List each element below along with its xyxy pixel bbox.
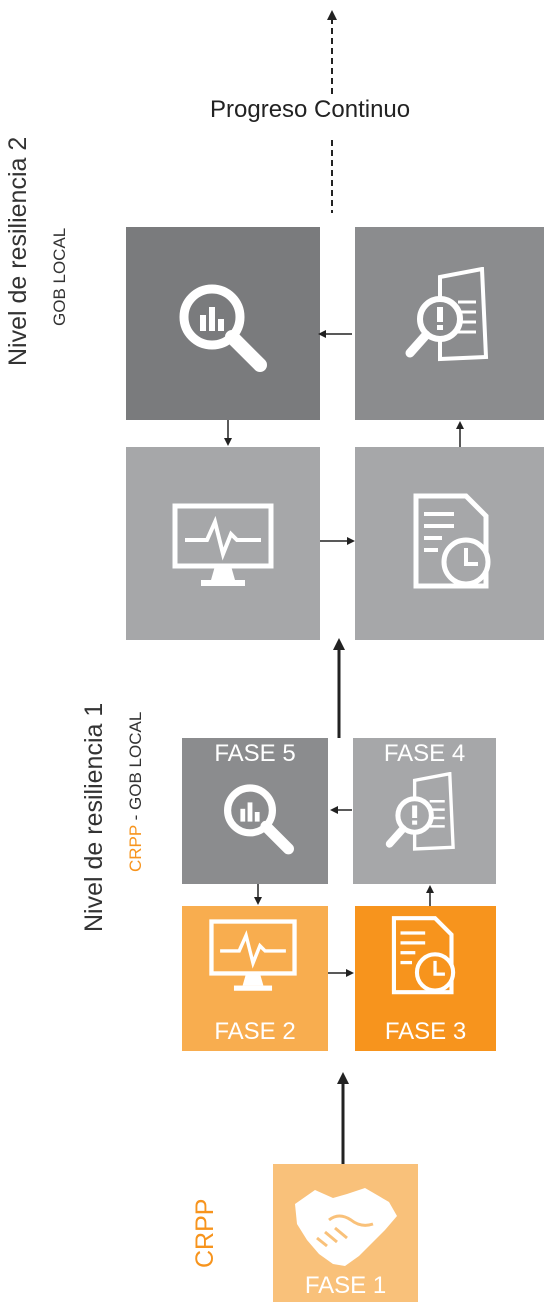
level2-review-box [355, 227, 544, 420]
fase1-box: FASE 1 [273, 1164, 418, 1302]
progress-label: Progreso Continuo [210, 96, 411, 123]
magnifier-chart-icon [179, 284, 267, 372]
magnifier-chart-icon [224, 784, 294, 855]
level2-schedule-box [355, 447, 544, 640]
fase1-label: FASE 1 [304, 1272, 387, 1299]
fase4-label: FASE 4 [383, 740, 466, 767]
progress-arrow [327, 10, 337, 213]
fase2-box: FASE 2 [182, 906, 328, 1051]
monitor-pulse-icon [209, 919, 297, 991]
level2-arrows [224, 330, 464, 738]
fase2-label: FASE 2 [214, 1018, 296, 1045]
fase5-label: FASE 5 [214, 740, 296, 767]
crpp-label: CRPP [191, 1198, 219, 1268]
document-clock-icon [413, 493, 491, 589]
document-clock-icon [391, 916, 456, 995]
fase4-box: FASE 4 [353, 738, 496, 884]
document-alert-icon [405, 267, 489, 362]
handshake-icon [295, 1188, 397, 1266]
document-alert-icon [385, 772, 455, 851]
level1-arrows [254, 806, 434, 1170]
monitor-pulse-icon [172, 503, 274, 586]
fase3-label: FASE 3 [384, 1018, 467, 1045]
level2-analysis-box [126, 227, 320, 420]
fase5-box: FASE 5 [182, 738, 328, 884]
fase3-box: FASE 3 [355, 906, 496, 1051]
level2-monitor-box [126, 447, 320, 640]
